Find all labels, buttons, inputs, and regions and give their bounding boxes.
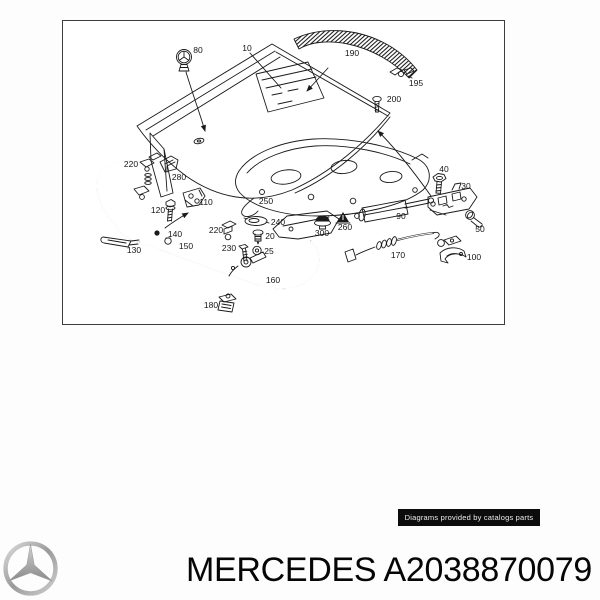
part-number-label: 25 bbox=[264, 246, 274, 256]
part-number-label: 240 bbox=[270, 217, 286, 227]
part-number-label: 140 bbox=[167, 229, 183, 239]
watermark-text: Diagrams provided by catalogs parts bbox=[404, 513, 534, 522]
part-number-label: 100 bbox=[466, 252, 482, 262]
part-number-label: 250 bbox=[258, 196, 274, 206]
watermark-badge: Diagrams provided by catalogs parts bbox=[398, 509, 540, 526]
part-number-label: 190 bbox=[344, 48, 360, 58]
part-number-label: 195 bbox=[408, 78, 424, 88]
mercedes-star-icon bbox=[3, 541, 58, 596]
part-number-label: 230 bbox=[221, 243, 237, 253]
part-number-label: 220 bbox=[208, 225, 224, 235]
part-number-label: 180 bbox=[203, 300, 219, 310]
part-number-label: 200 bbox=[386, 94, 402, 104]
part-number-label: 90 bbox=[396, 211, 406, 221]
part-number-label: 120 bbox=[150, 205, 166, 215]
part-number-label: 160 bbox=[265, 275, 281, 285]
part-number-label: 40 bbox=[439, 164, 449, 174]
part-number-caption: MERCEDES A2038870079 bbox=[185, 551, 592, 589]
part-number-label: 260 bbox=[337, 222, 353, 232]
part-number-label: 30 bbox=[461, 181, 471, 191]
part-number-label: 80 bbox=[193, 45, 203, 55]
part-number-label: 50 bbox=[475, 224, 485, 234]
part-number-label: 10 bbox=[242, 43, 252, 53]
part-number-label: 220 bbox=[123, 159, 139, 169]
part-number-label: 280 bbox=[171, 172, 187, 182]
part-number-label: 130 bbox=[126, 245, 142, 255]
part-number-label: 20 bbox=[265, 231, 275, 241]
part-number-label: 300 bbox=[314, 228, 330, 238]
part-number-label: 150 bbox=[178, 241, 194, 251]
part-number-label: 110 bbox=[199, 197, 213, 207]
part-number-label: 170 bbox=[390, 250, 406, 260]
